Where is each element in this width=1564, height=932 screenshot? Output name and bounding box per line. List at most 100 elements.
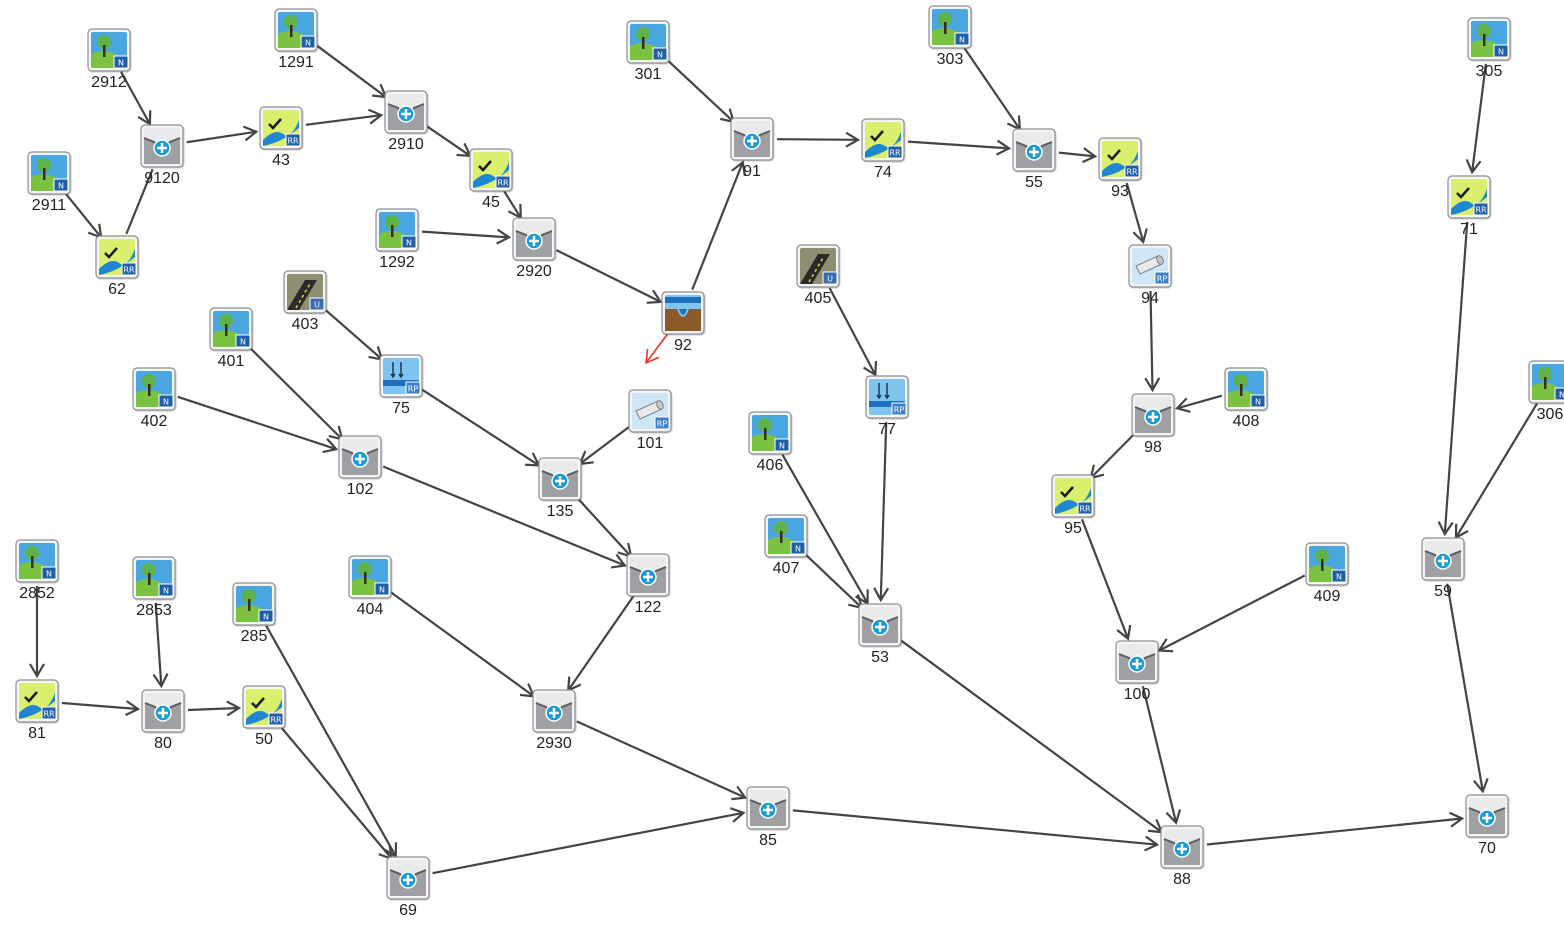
node-junction-2910[interactable]: 2910 [384, 90, 428, 153]
subcatchment-icon[interactable]: N [209, 307, 253, 351]
node-junction-53[interactable]: 53 [858, 603, 902, 666]
junction-icon[interactable] [730, 117, 774, 161]
node-junction-85[interactable]: 85 [746, 786, 790, 849]
link-line[interactable] [1158, 574, 1306, 652]
link-line[interactable] [776, 138, 859, 141]
link-line[interactable] [907, 140, 1010, 150]
link-line[interactable] [963, 47, 1021, 130]
junction-icon[interactable] [140, 124, 184, 168]
link-line[interactable] [187, 706, 240, 712]
link-line[interactable] [432, 811, 744, 875]
pipe-icon[interactable]: RP [1128, 244, 1172, 288]
subcatchment-icon[interactable]: N [1467, 17, 1511, 61]
link-line[interactable] [576, 720, 746, 799]
routing-icon[interactable]: RR [469, 148, 513, 192]
link-59-70[interactable] [1446, 583, 1489, 794]
link-2930-85[interactable] [576, 720, 748, 801]
link-line[interactable] [120, 71, 151, 125]
link-285-69[interactable] [265, 625, 398, 859]
junction-icon[interactable] [512, 217, 556, 261]
link-line[interactable] [555, 249, 662, 303]
node-junction-98[interactable]: 98 [1131, 393, 1175, 456]
link-line[interactable] [125, 168, 154, 235]
link-81-80[interactable] [61, 700, 141, 717]
link-80-50[interactable] [187, 700, 242, 717]
link-74-55[interactable] [907, 139, 1012, 156]
junction-icon[interactable] [538, 457, 582, 501]
node-junction-88[interactable]: 88 [1160, 825, 1204, 888]
node-junction-100[interactable]: 100 [1115, 640, 1159, 703]
link-line[interactable] [154, 602, 163, 687]
link-2912-9120[interactable] [120, 71, 152, 127]
link-line[interactable] [645, 332, 669, 364]
link-line[interactable] [1176, 394, 1223, 410]
link-line[interactable] [567, 594, 635, 692]
link-100-88[interactable] [1141, 686, 1182, 825]
routing-icon[interactable]: RR [1447, 175, 1491, 219]
link-92-91[interactable] [691, 160, 746, 291]
link-408-98[interactable] [1174, 394, 1223, 413]
node-junction-2930[interactable]: 2930 [532, 689, 576, 752]
subcatchment-icon[interactable]: N [15, 539, 59, 583]
link-line[interactable] [665, 58, 735, 123]
link-2853-80[interactable] [152, 602, 169, 689]
link-line[interactable] [1125, 182, 1145, 243]
link-line[interactable] [579, 425, 631, 465]
link-91-74[interactable] [776, 131, 861, 148]
link-line[interactable] [186, 130, 257, 144]
subcatchment-icon[interactable]: N [27, 151, 71, 195]
node-junction-122[interactable]: 122 [626, 553, 670, 616]
diversion-icon[interactable]: RP [865, 375, 909, 419]
reservoir-icon[interactable] [661, 291, 705, 335]
link-line[interactable] [323, 307, 383, 361]
subcatchment-icon[interactable]: N [274, 8, 318, 52]
pipe-icon[interactable]: RP [628, 389, 672, 433]
subcatchment-icon[interactable]: N [348, 555, 392, 599]
link-line[interactable] [421, 230, 510, 239]
link-line[interactable] [1446, 583, 1484, 792]
link-line[interactable] [1471, 63, 1487, 173]
link-line[interactable] [1454, 402, 1539, 539]
link-93-94[interactable] [1125, 182, 1148, 245]
subcatchment-icon[interactable]: N [375, 208, 419, 252]
link-line[interactable] [691, 161, 744, 291]
subcatchment-icon[interactable]: N [1305, 542, 1349, 586]
node-junction-9120[interactable]: 9120 [140, 124, 184, 187]
link-71-59[interactable] [1437, 221, 1469, 537]
link-line[interactable] [803, 552, 863, 609]
junction-icon[interactable] [1465, 794, 1509, 838]
link-55-93[interactable] [1058, 147, 1098, 164]
node-junction-102[interactable]: 102 [338, 435, 382, 498]
diversion-icon[interactable]: RP [379, 354, 423, 398]
link-77-53[interactable] [873, 421, 890, 603]
subcatchment-icon[interactable]: N [132, 556, 176, 600]
link-line[interactable] [247, 345, 344, 441]
link-line[interactable] [503, 190, 522, 219]
link-line[interactable] [1089, 432, 1137, 479]
subcatchment-icon[interactable]: N [748, 411, 792, 455]
link-line[interactable] [265, 625, 397, 857]
link-line[interactable] [879, 421, 888, 601]
link-line[interactable] [279, 725, 393, 860]
